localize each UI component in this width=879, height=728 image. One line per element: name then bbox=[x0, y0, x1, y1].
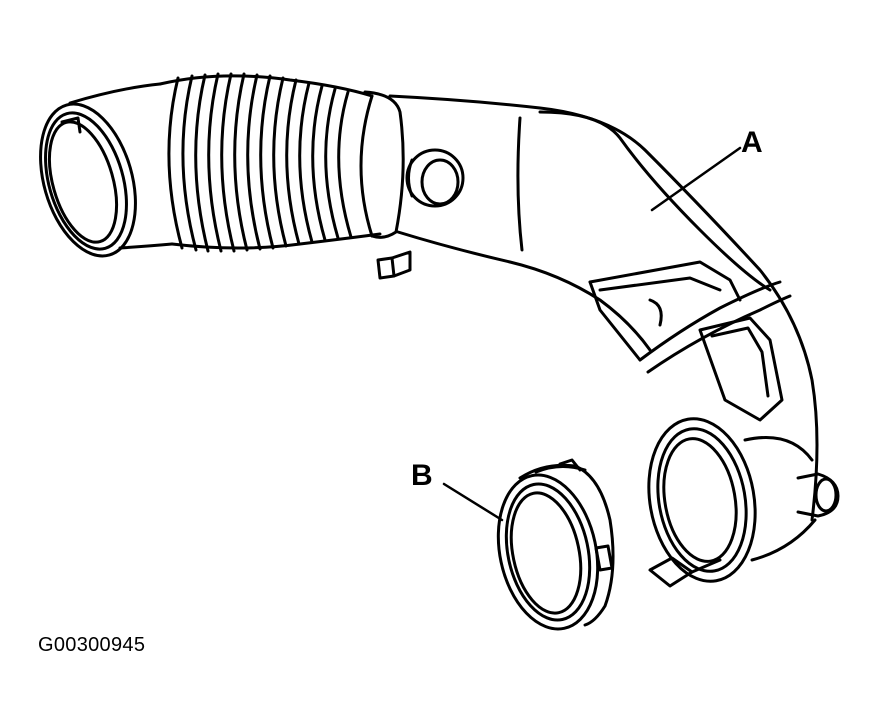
duct-inlet-end bbox=[39, 82, 174, 258]
duct-outlet-housing bbox=[588, 260, 840, 588]
figure-id: G00300945 bbox=[38, 634, 146, 656]
duct-bellows bbox=[158, 72, 405, 253]
leader-line-b bbox=[442, 482, 504, 522]
leader-line-a bbox=[650, 146, 742, 212]
callout-label-b: B bbox=[411, 459, 433, 492]
air-intake-duct bbox=[39, 72, 840, 588]
adapter-ring bbox=[496, 458, 615, 631]
duct-body bbox=[376, 94, 819, 522]
callout-label-a: A bbox=[741, 126, 763, 159]
